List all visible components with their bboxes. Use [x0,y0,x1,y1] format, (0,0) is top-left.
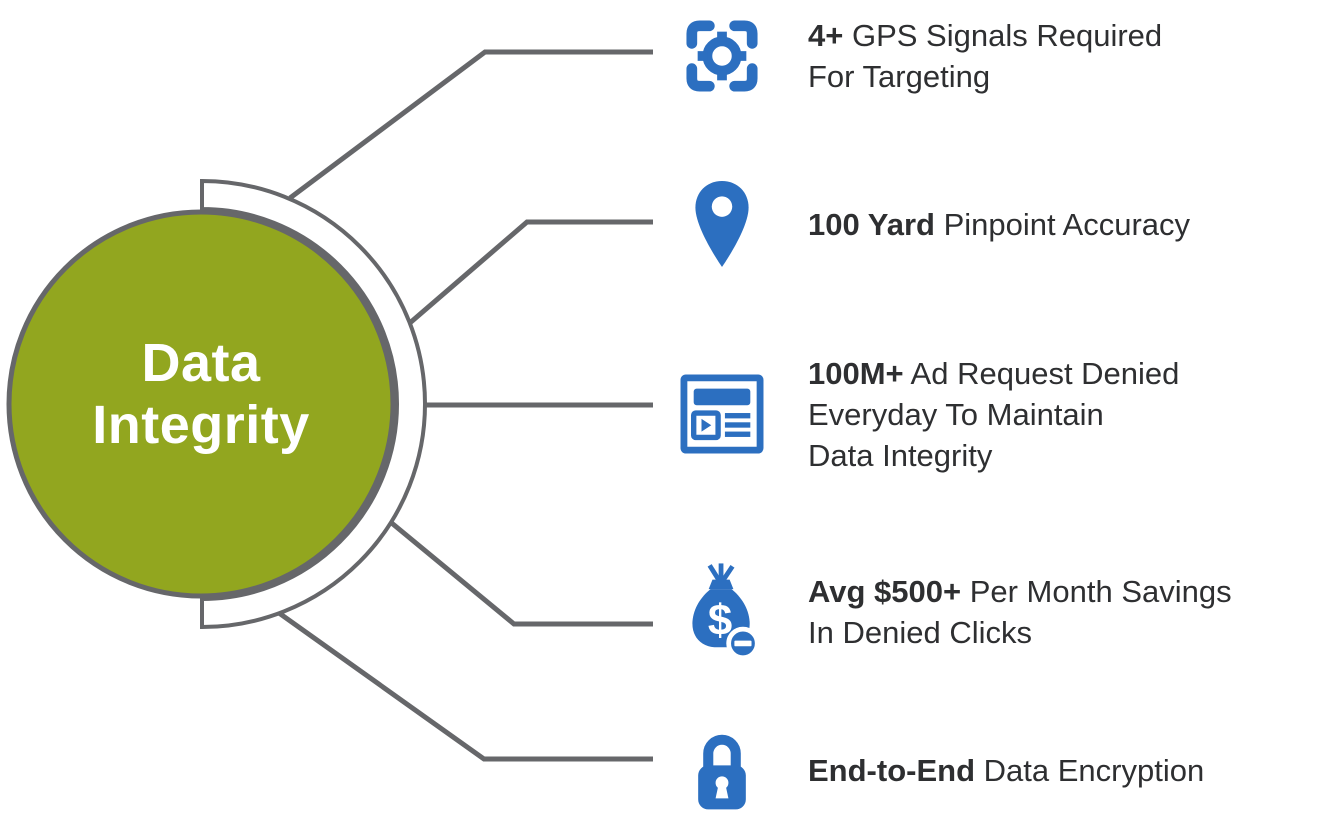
feature-line: 100 Yard Pinpoint Accuracy [808,204,1190,245]
location-pin-icon [678,179,766,269]
feature-line: End-to-End Data Encryption [808,750,1204,791]
connector-line-4 [386,518,653,627]
feature-text: End-to-End Data Encryption [808,750,1204,791]
feature-rest: Per Month Savings [961,574,1232,609]
feature-item-pinpoint-accuracy: 100 Yard Pinpoint Accuracy [678,178,1190,270]
feature-item-data-encryption: End-to-End Data Encryption [678,725,1204,815]
connector-line-2 [402,219,653,330]
feature-bold: Avg $500+ [808,574,962,609]
feature-bold: End-to-End [808,752,976,788]
feature-line: Data Integrity [808,437,993,473]
feature-rest: Pinpoint Accuracy [934,206,1191,242]
feature-bold: 100M+ [808,355,904,391]
center-title-line2: Integrity [92,395,310,455]
feature-line: 100M+ Ad Request Denied [808,353,1179,394]
feature-line: For Targeting [808,59,991,94]
feature-item-gps-signals: 4+ GPS Signals Required For Targeting [678,6,1162,106]
feature-text: Avg $500+ Per Month Savings In Denied Cl… [808,571,1232,653]
feature-rest: Ad Request Denied [903,355,1180,391]
outer-arc-ring [200,178,427,630]
gps-target-icon [678,19,766,93]
feature-rest: Data Encryption [975,752,1205,788]
connector-line-5 [277,610,653,762]
money-bag-denied-icon: $ [678,559,766,665]
ad-browser-icon [678,373,766,455]
feature-line: Avg $500+ Per Month Savings [808,571,1232,612]
data-integrity-circle [6,209,396,599]
feature-item-ad-requests-denied: 100M+ Ad Request Denied Everyday To Main… [678,355,1179,473]
feature-line: In Denied Clicks [808,615,1032,650]
center-title-line1: Data [141,333,261,393]
lock-icon [678,727,766,813]
feature-rest: GPS Signals Required [843,18,1163,53]
center-title: Data Integrity [31,332,371,456]
feature-bold: 4+ [808,18,844,53]
feature-text: 4+ GPS Signals Required For Targeting [808,15,1162,97]
connector-line-1 [288,49,653,201]
feature-text: 100M+ Ad Request Denied Everyday To Main… [808,353,1179,476]
feature-item-monthly-savings: $ Avg $500+ Per Month Savings In Denied … [678,556,1232,668]
feature-line: Everyday To Maintain [808,396,1104,432]
feature-line: 4+ GPS Signals Required [808,15,1162,56]
connector-lines [277,49,653,762]
feature-text: 100 Yard Pinpoint Accuracy [808,204,1190,245]
feature-bold: 100 Yard [808,206,935,242]
